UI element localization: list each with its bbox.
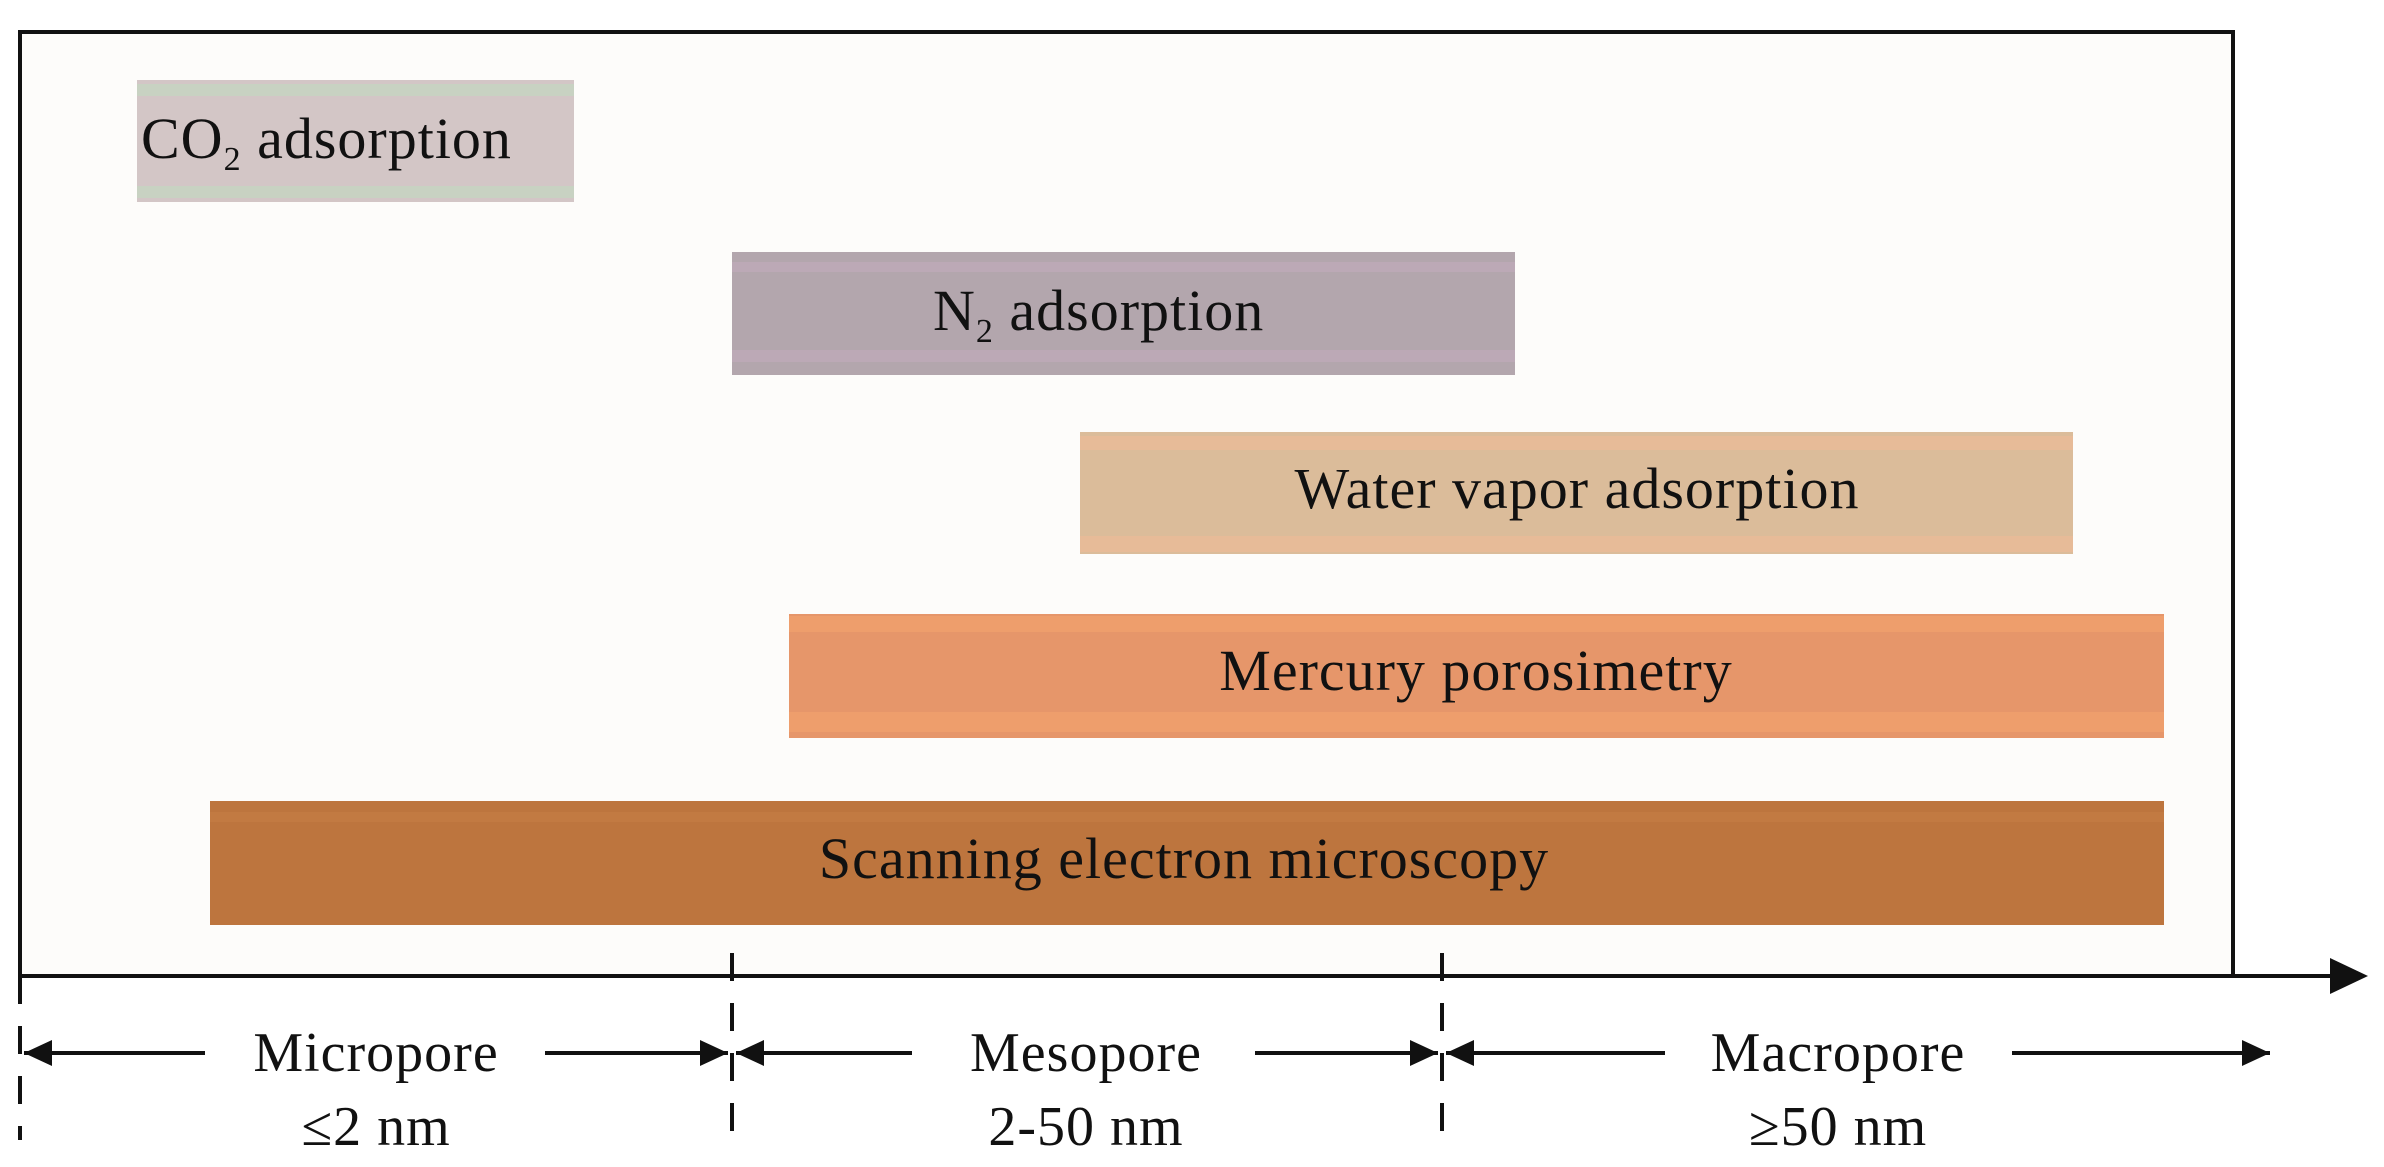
co2-label-sub: 2 <box>224 141 242 178</box>
mesopore-size: 2-50 nm <box>988 1096 1183 1158</box>
macropore-arrowhead-left <box>1446 1040 1474 1066</box>
n2-label-main: N <box>933 278 976 343</box>
micropore-size: ≤2 nm <box>301 1096 450 1158</box>
pore-size-axis-arrowhead <box>2330 958 2368 994</box>
mercury-bar-stripe-bottom <box>789 712 2164 732</box>
method-bar-co2: CO2 adsorption <box>137 80 574 202</box>
micropore-arrowhead-right <box>700 1040 728 1066</box>
n2-label-sub: 2 <box>976 313 994 350</box>
co2-label-rest: adsorption <box>242 106 512 171</box>
mercury-label: Mercury porosimetry <box>1219 638 1732 703</box>
micropore-arrowhead-left <box>24 1040 52 1066</box>
mercury-bar-stripe-top <box>789 616 2164 632</box>
macropore-arrowhead-right <box>2242 1040 2270 1066</box>
method-bar-mercury: Mercury porosimetry <box>789 614 2164 738</box>
co2-bar-fill <box>137 80 574 202</box>
n2-bar-stripe-top <box>732 262 1515 272</box>
method-bar-sem: Scanning electron microscopy <box>210 801 2164 925</box>
micropore-name: Micropore <box>253 1022 498 1084</box>
n2-label: N2 adsorption <box>933 278 1264 350</box>
mesopore-arrowhead-left <box>736 1040 764 1066</box>
sem-label: Scanning electron microscopy <box>819 826 1549 891</box>
co2-bar-stripe-bottom <box>137 186 574 198</box>
range-micropore: Micropore ≤2 nm <box>24 1022 728 1158</box>
method-bar-water-vapor: Water vapor adsorption <box>1080 432 2073 554</box>
mesopore-name: Mesopore <box>970 1022 1202 1084</box>
macropore-size: ≥50 nm <box>1749 1096 1927 1158</box>
mesopore-arrowhead-right <box>1410 1040 1438 1066</box>
n2-label-rest: adsorption <box>994 278 1264 343</box>
water-label: Water vapor adsorption <box>1295 456 1860 521</box>
co2-label-main: CO <box>141 106 224 171</box>
water-bar-stripe-bottom <box>1080 536 2073 552</box>
macropore-name: Macropore <box>1711 1022 1966 1084</box>
range-mesopore: Mesopore 2-50 nm <box>736 1022 1438 1158</box>
n2-bar-stripe-bottom <box>732 350 1515 362</box>
co2-label: CO2 adsorption <box>141 106 512 178</box>
water-bar-fill <box>1080 432 2073 554</box>
co2-bar-stripe-top <box>137 84 574 96</box>
sem-bar-stripe <box>210 812 2164 822</box>
method-bar-n2: N2 adsorption <box>732 252 1515 375</box>
water-bar-stripe-top <box>1080 436 2073 450</box>
range-macropore: Macropore ≥50 nm <box>1446 1022 2270 1158</box>
